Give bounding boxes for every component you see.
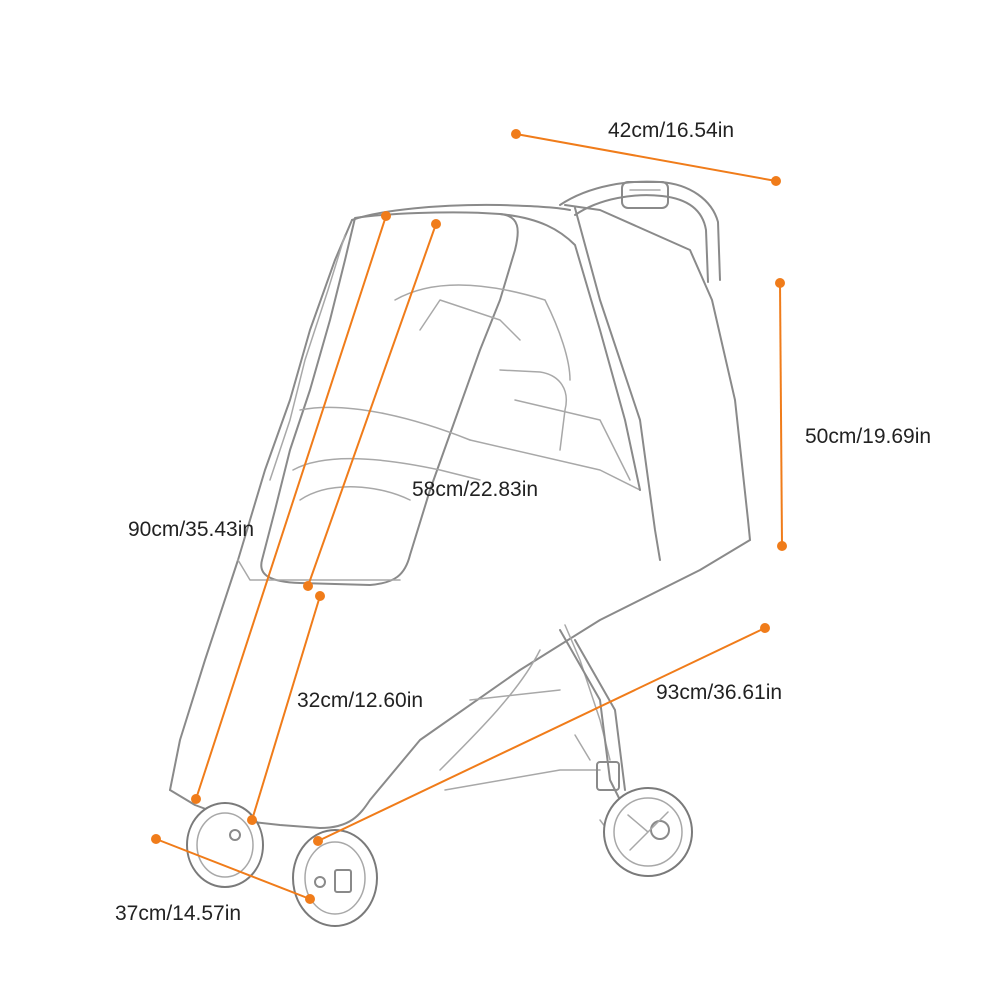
dimension-line-window-height <box>307 223 437 587</box>
dimension-label-bottom-width: 37cm/14.57in <box>115 902 242 925</box>
dimension-endpoint-bottom-width-start <box>151 834 161 844</box>
dimension-line-bottom-depth <box>317 627 766 842</box>
dimension-line-front-height <box>195 215 387 800</box>
dimension-endpoint-top-width-start <box>511 129 521 139</box>
dimension-endpoint-bottom-width-end <box>305 894 315 904</box>
dimension-endpoint-window-height-end <box>303 581 313 591</box>
rain-cover <box>169 203 751 829</box>
dimension-label-bottom-depth: 93cm/36.61in <box>656 681 783 704</box>
dimension-line-lower-front-height <box>251 595 321 821</box>
dimension-endpoint-top-width-end <box>771 176 781 186</box>
dimension-label-window-height: 58cm/22.83in <box>412 478 539 501</box>
dimension-line-side-height <box>779 282 783 547</box>
dimension-line-top-width <box>515 133 777 182</box>
dimension-endpoint-front-height-end <box>191 794 201 804</box>
dimension-label-side-height: 50cm/19.69in <box>805 425 932 448</box>
dimension-endpoint-lower-front-height-start <box>315 591 325 601</box>
dimension-lines <box>151 129 787 904</box>
dimension-line-bottom-width <box>155 838 311 900</box>
dimension-endpoint-lower-front-height-end <box>247 815 257 825</box>
dimension-endpoint-front-height-start <box>381 211 391 221</box>
handlebar <box>559 180 721 283</box>
dimension-endpoint-window-height-start <box>431 219 441 229</box>
rear-wheel <box>603 787 693 877</box>
dimension-label-lower-front-height: 32cm/12.60in <box>297 689 424 712</box>
dimension-endpoint-side-height-end <box>777 541 787 551</box>
dimension-endpoint-bottom-depth-end <box>313 836 323 846</box>
dimension-endpoint-side-height-start <box>775 278 785 288</box>
dimension-label-top-width: 42cm/16.54in <box>608 119 735 142</box>
dimension-endpoint-bottom-depth-start <box>760 623 770 633</box>
dimension-label-front-height: 90cm/35.43in <box>128 518 255 541</box>
front-wheels <box>186 802 378 927</box>
